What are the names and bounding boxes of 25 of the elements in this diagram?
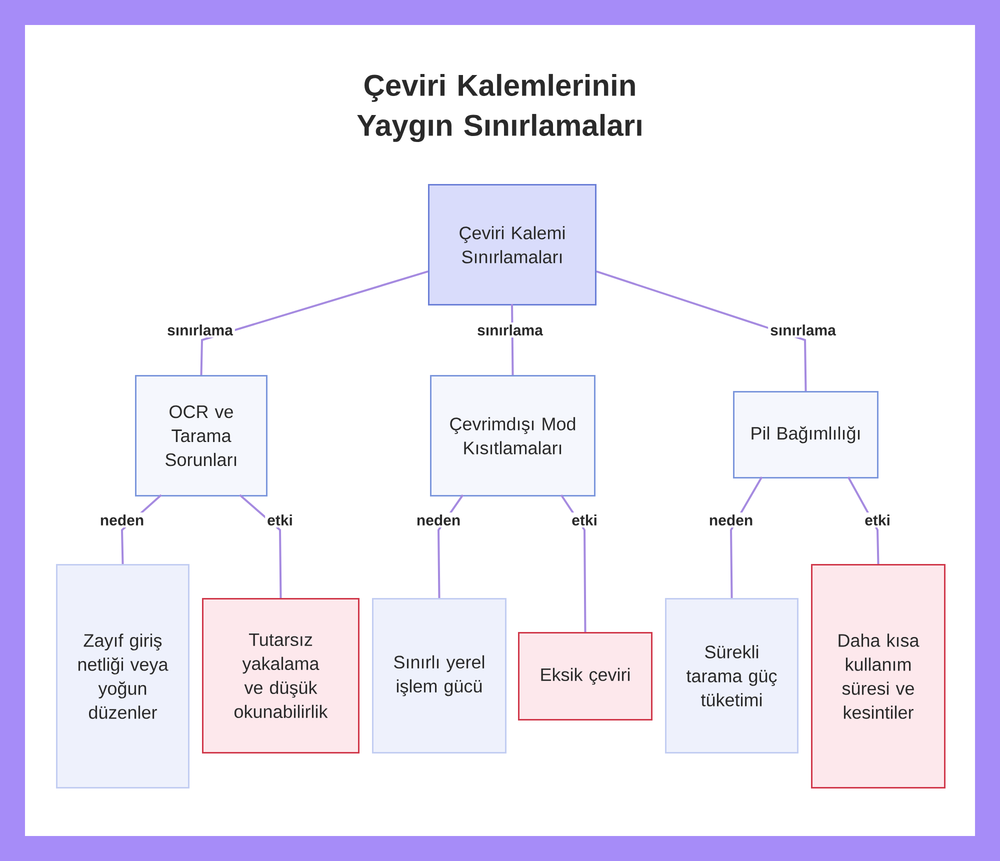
effect-box: Tutarsız yakalama ve düşük okunabilirlik bbox=[202, 598, 360, 754]
edge-label: neden bbox=[98, 512, 146, 528]
title: Çeviri Kalemlerinin Yaygın Sınırlamaları bbox=[357, 74, 642, 142]
connector-line bbox=[200, 270, 428, 376]
connector-line bbox=[730, 476, 763, 598]
cause-box: Zayıf giriş netliği veya yoğun düzenler bbox=[56, 564, 190, 788]
edge-label: etki bbox=[862, 512, 892, 528]
connector-line bbox=[560, 494, 586, 632]
edge-label: sınırlama bbox=[768, 322, 838, 338]
connector-line bbox=[239, 494, 282, 598]
root-box: Çeviri Kalemi Sınırlamaları bbox=[428, 184, 596, 306]
effect-box: Daha kısa kullanım süresi ve kesintiler bbox=[811, 564, 946, 788]
edge-label: neden bbox=[706, 512, 756, 528]
effect-box: Eksik çeviri bbox=[518, 632, 652, 720]
category-box: OCR ve Tarama Sorunları bbox=[135, 375, 268, 496]
edge-label: sınırlama bbox=[165, 322, 235, 338]
category-box: Çevrimdışı Mod Kısıtlamaları bbox=[430, 375, 596, 496]
connector-line bbox=[596, 270, 807, 392]
cause-box: Sınırlı yerel işlem gücü bbox=[372, 598, 506, 754]
edge-label: sınırlama bbox=[475, 322, 545, 338]
edge-label: etki bbox=[265, 512, 295, 528]
edge-label: etki bbox=[570, 512, 600, 528]
category-box: Pil Bağımlılığı bbox=[733, 391, 879, 478]
cause-box: Sürekli tarama güç tüketimi bbox=[665, 598, 799, 754]
edge-label: neden bbox=[414, 512, 463, 528]
